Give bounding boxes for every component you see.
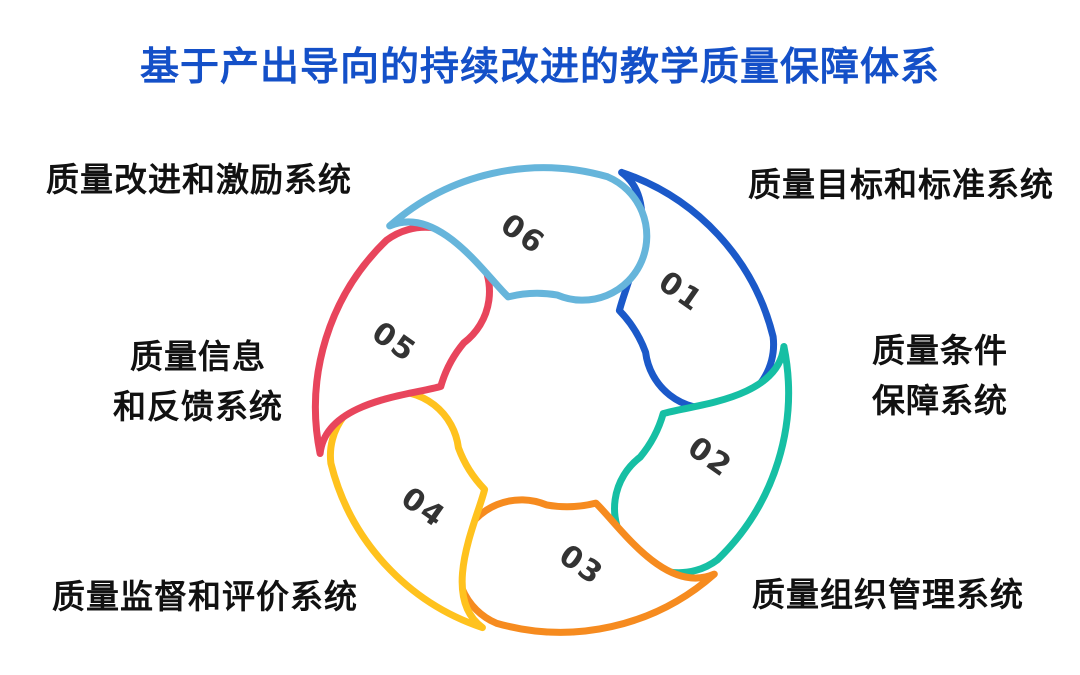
label-segment-04: 质量监督和评价系统 (52, 578, 358, 615)
label-segment-06: 质量改进和激励系统 (46, 161, 352, 198)
label-segment-05: 质量信息 和反馈系统 (113, 338, 283, 425)
label-segment-02: 质量条件 保障系统 (872, 332, 1008, 419)
label-segment-01: 质量目标和标准系统 (748, 166, 1054, 203)
segment-06-shape (386, 164, 651, 304)
label-segment-03: 质量组织管理系统 (752, 576, 1024, 613)
page-title: 基于产出导向的持续改进的教学质量保障体系 (139, 46, 940, 89)
